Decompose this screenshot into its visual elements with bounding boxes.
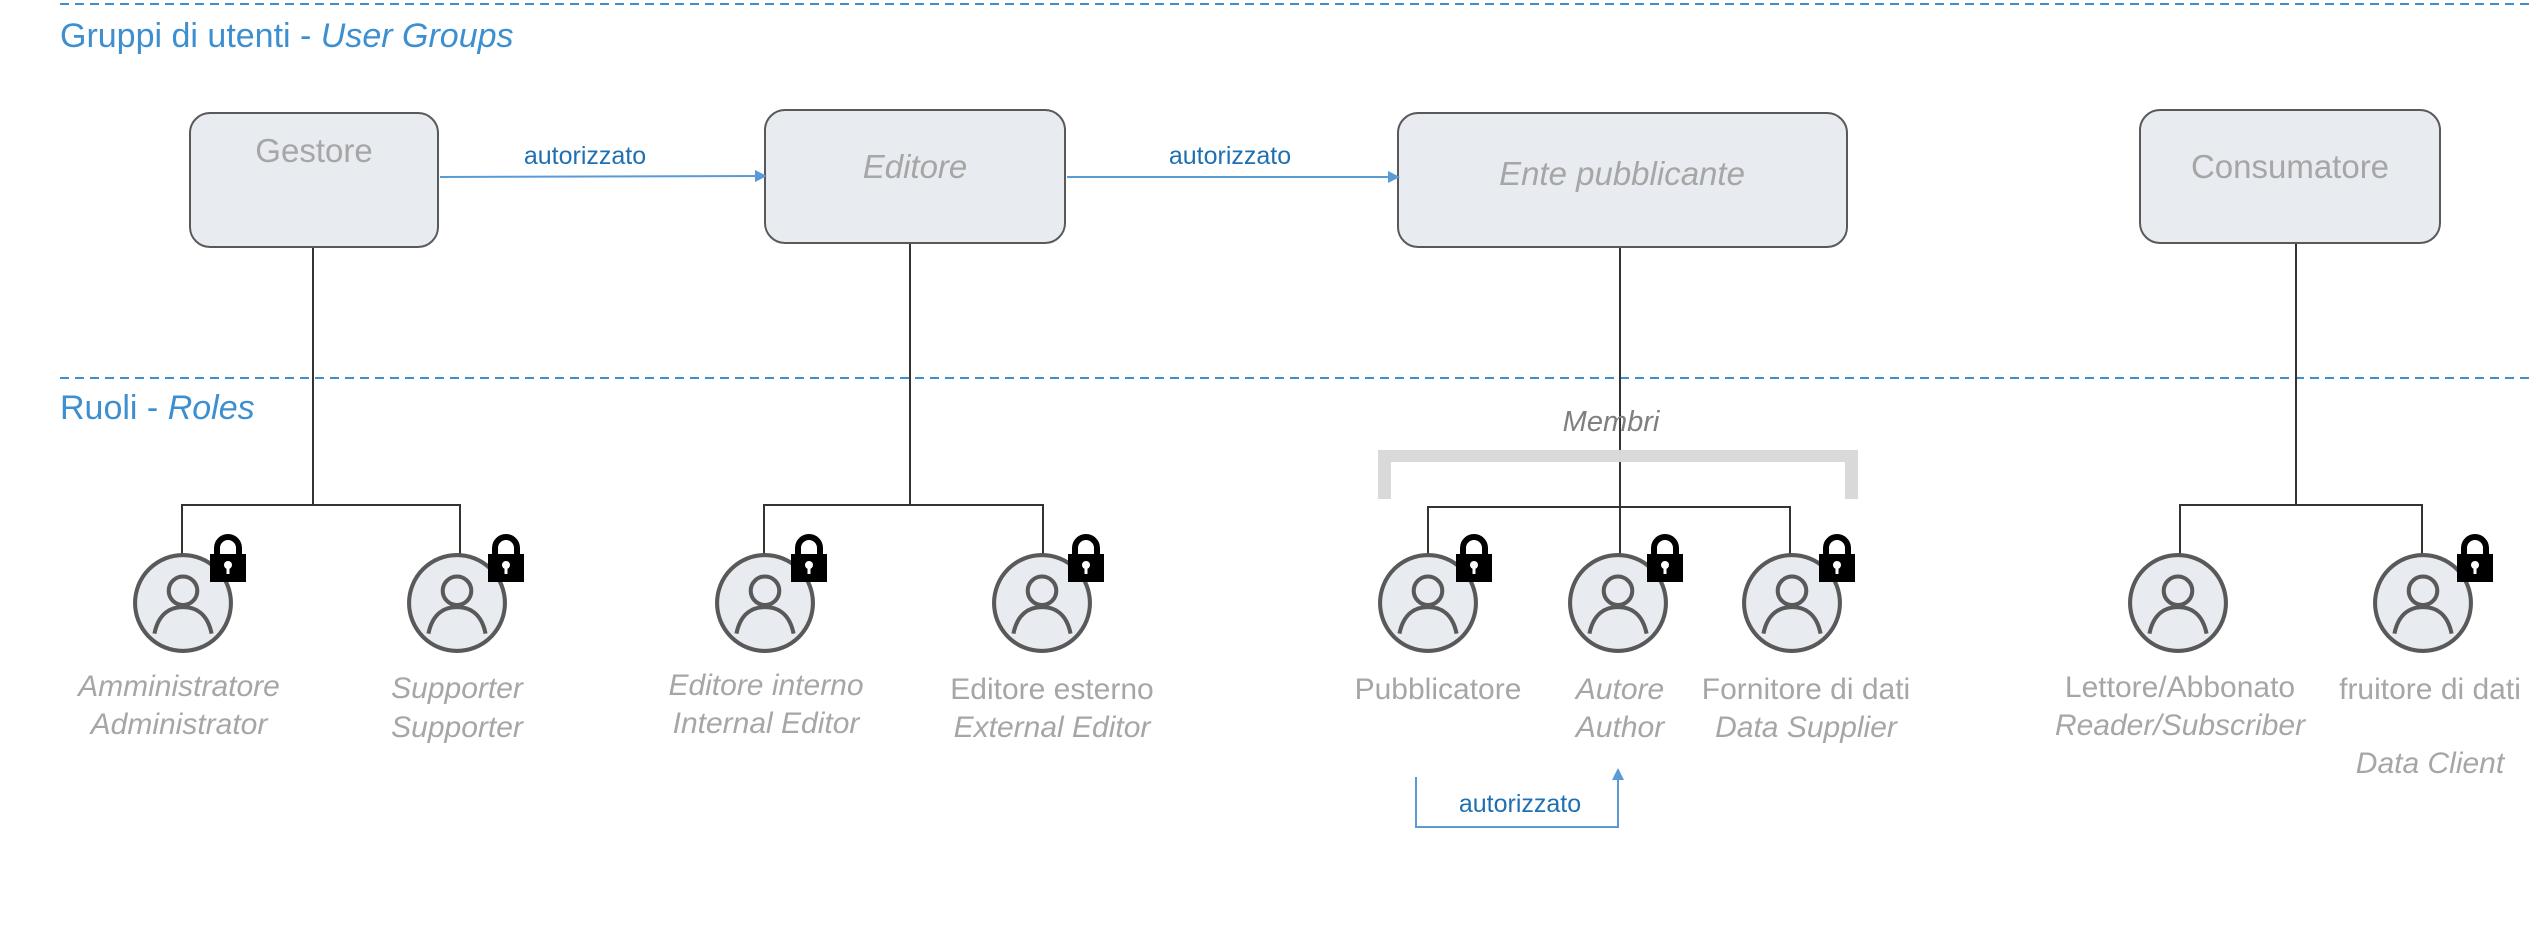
role-fornitore-di-dati[interactable] — [1744, 537, 1855, 651]
role-label-line2: Author — [1574, 711, 1665, 744]
role-amministratore[interactable] — [135, 537, 246, 651]
lock-icon — [488, 537, 524, 582]
role-label-line1: fruitore di dati — [2339, 673, 2521, 706]
role-label-line1: Pubblicatore — [1355, 673, 1522, 706]
roles-title: Ruoli - Roles — [60, 389, 255, 427]
arrow-label: autorizzato — [524, 142, 646, 170]
user-groups-title: Gruppi di utenti - User Groups — [60, 17, 514, 55]
role-label-line1: Autore — [1574, 673, 1664, 706]
role-label-line2: Supporter — [391, 711, 524, 744]
role-editore-esterno[interactable] — [994, 537, 1104, 651]
role-label-line1: Fornitore di dati — [1702, 673, 1910, 706]
role-label-line1: Editore esterno — [950, 673, 1153, 706]
group-box-ente-pubblicante[interactable]: Ente pubblicante — [1397, 112, 1848, 248]
connector-lines — [181, 243, 2423, 555]
role-label-line2: Data Supplier — [1715, 711, 1898, 744]
lock-icon — [1068, 537, 1104, 582]
lock-icon — [210, 537, 246, 582]
role-label-line2: External Editor — [954, 711, 1152, 744]
authorization-arrow — [439, 170, 767, 183]
group-label: Consumatore — [2191, 148, 2389, 185]
role-supporter[interactable] — [409, 537, 524, 651]
arrow-label: autorizzato — [1459, 790, 1581, 818]
role-pubblicatore[interactable] — [1380, 537, 1492, 651]
role-label-line2: Reader/Subscriber — [2055, 709, 2306, 742]
group-box-editore[interactable]: Editore — [764, 109, 1066, 244]
role-lettore-abbonato[interactable] — [2130, 555, 2226, 651]
role-label-line2: Administrator — [89, 708, 269, 741]
arrow-label: autorizzato — [1169, 142, 1291, 170]
role-fruitore-di-dati[interactable] — [2375, 537, 2493, 651]
members-label: Membri — [1563, 406, 1661, 438]
group-label: Gestore — [255, 132, 372, 169]
group-label: Editore — [863, 148, 968, 185]
lock-icon — [1819, 537, 1855, 582]
role-label-line1: Amministratore — [76, 670, 280, 703]
group-box-gestore[interactable]: Gestore — [189, 112, 439, 248]
lock-icon — [791, 537, 827, 582]
lock-icon — [1647, 537, 1683, 582]
role-label-line1: Supporter — [391, 672, 524, 705]
role-label-line1: Editore interno — [668, 669, 863, 702]
group-box-consumatore[interactable]: Consumatore — [2139, 109, 2441, 244]
lock-icon — [1456, 537, 1492, 582]
user-icon — [2130, 555, 2226, 651]
role-label-line2: Data Client — [2356, 747, 2506, 780]
role-label-line2: Internal Editor — [673, 707, 861, 740]
role-label-line1: Lettore/Abbonato — [2065, 671, 2295, 704]
lock-icon — [2457, 537, 2493, 582]
group-label: Ente pubblicante — [1499, 155, 1745, 192]
members-bracket — [1378, 450, 1858, 499]
role-editore-interno[interactable] — [717, 537, 827, 651]
authorization-arrow — [1415, 768, 1624, 828]
role-autore[interactable] — [1570, 537, 1683, 651]
user-icon — [2375, 555, 2471, 651]
